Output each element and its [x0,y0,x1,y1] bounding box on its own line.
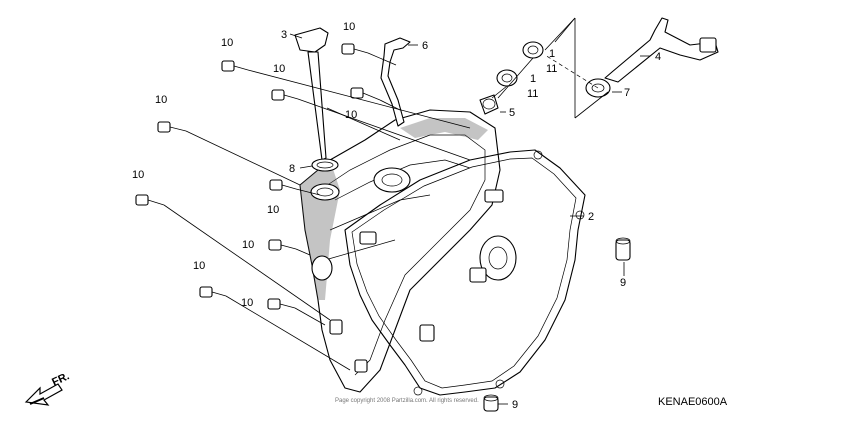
right-crankcase-cover [299,109,501,393]
leader-lines [163,17,650,405]
callout-4: 4 [655,51,661,63]
watermark: Page copyright 2008 Partzilla.com. All r… [335,398,479,404]
bolt [199,286,227,298]
callout-8: 8 [289,163,295,175]
dowel-pin-right [615,237,631,261]
cover-gasket [344,149,586,396]
oil-level-gauge [294,27,329,161]
callout-10-b: 10 [221,37,233,49]
bracket [380,37,411,127]
callout-5: 5 [509,107,515,119]
callout-10-h: 10 [242,239,254,251]
callout-11-upper: 11 [546,63,557,75]
callout-10-a: 10 [343,21,355,33]
dowel-pin-bottom [483,394,499,412]
callout-11-lower: 11 [527,88,538,100]
bolt [135,194,165,206]
seal-upper [522,41,544,59]
bolt [271,89,299,101]
bolt [221,60,249,72]
callout-9-right: 9 [620,277,626,289]
callout-10-i: 10 [193,260,205,272]
bolt [341,43,369,55]
callout-6: 6 [422,40,428,52]
oil-gauge-o-ring [311,158,339,172]
bolt [157,121,187,133]
plug-5 [479,94,499,115]
callout-10-e: 10 [345,109,357,121]
bolt [268,239,297,251]
bolt [269,179,297,191]
callout-7: 7 [624,87,630,99]
callout-10-f: 10 [132,169,144,181]
diagram-code: KENAE0600A [658,396,728,408]
bolt [350,87,381,101]
direction-label: FR. [50,370,71,388]
callout-10-c: 10 [273,63,285,75]
callout-3: 3 [281,29,287,41]
callout-1-upper: 1 [549,48,555,60]
bolt [267,298,296,310]
change-arm [604,17,719,83]
callout-9-bottom: 9 [512,399,518,411]
seal-lower [496,69,518,87]
callout-1-lower: 1 [530,73,536,85]
callout-10-d: 10 [155,94,167,106]
callout-10-g: 10 [267,204,279,216]
callout-2: 2 [588,211,594,223]
front-direction-arrow: FR. [24,370,71,406]
callout-10-j: 10 [241,297,253,309]
